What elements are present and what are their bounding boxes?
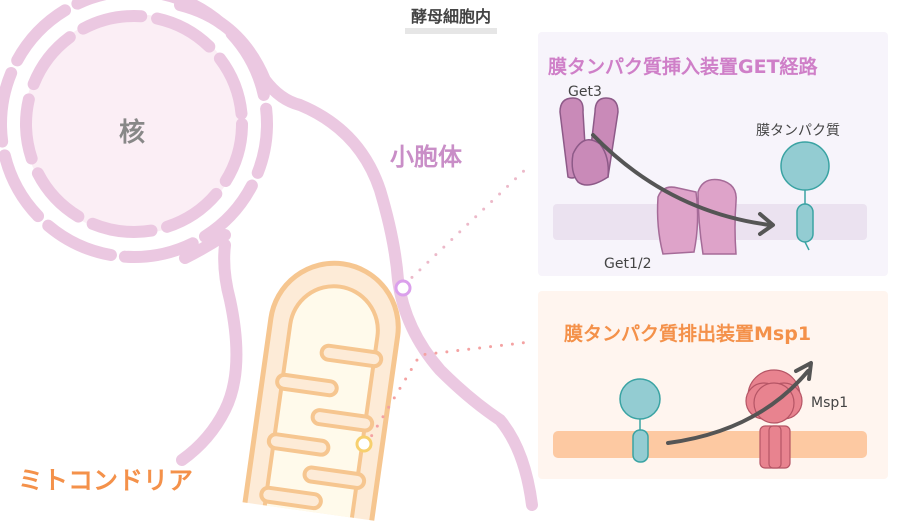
nucleus [0,0,273,263]
mitochondrion [242,260,401,521]
get12-label: Get1/2 [604,256,652,272]
insertion-arrow [591,133,772,227]
get-panel-title: 膜タンパク質挿入装置GET経路 [548,56,818,78]
mitochondria-label: ミトコンドリア [18,466,194,495]
get3-label: Get3 [568,84,602,100]
get12-complex [656,178,737,255]
msp1-illustration [553,361,867,469]
membrane-protein [780,141,830,251]
arrow-head [794,361,813,381]
get-pathway-illustration [553,97,867,255]
msp1-panel: 膜タンパク質排出装置Msp1 Msp1 [538,291,888,479]
get-pathway-panel: 膜タンパク質挿入装置GET経路 Get3 Get1/2 膜タンパク質 [538,32,888,276]
nucleus-label: 核 [119,118,146,148]
callout-dots [364,163,532,447]
membrane-protein-label: 膜タンパク質 [756,123,840,139]
header-label: 酵母細胞内 [405,6,498,34]
membrane-protein [619,378,661,463]
msp1-panel-title: 膜タンパク質排出装置Msp1 [564,323,812,345]
arrow-head [758,212,775,236]
get3-protein [559,97,619,186]
msp1-label: Msp1 [811,395,849,411]
er-label: 小胞体 [390,143,462,171]
er-marker [394,279,412,297]
extraction-arrow [666,369,810,445]
endoplasmic-reticulum [174,0,538,511]
mito-marker [355,435,373,453]
